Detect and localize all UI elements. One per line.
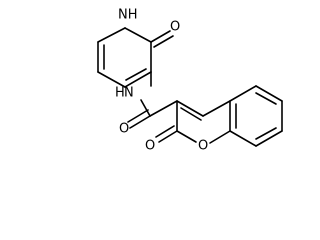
- bond-camide-c3coumarin: [149, 100, 178, 117]
- bond-c7-c8: [255, 130, 283, 147]
- bond-c8-c8a: [229, 130, 257, 147]
- bond-c5-c4: [97, 71, 126, 88]
- bond-c4-c4a: [202, 100, 231, 117]
- coumarin-pyranone-ring: [155, 100, 231, 144]
- bond-c2-o: [150, 30, 171, 43]
- bond-c4-c3-inner: [125, 68, 147, 81]
- bond-n1-c6: [97, 27, 126, 43]
- atom-label-h: H: [115, 86, 125, 101]
- benzo-ring: [229, 85, 283, 147]
- bond-o1-c2: [176, 130, 197, 143]
- atom-label-o-pyridinone: O: [170, 20, 180, 35]
- bond-n-camide: [140, 99, 151, 117]
- bond-c2-o-double: [153, 35, 174, 48]
- bond-c8a-o1: [209, 130, 231, 144]
- bond-c5-c6: [255, 85, 283, 102]
- bond-c2-oexo-double: [155, 125, 175, 138]
- pyridinone-ring: [97, 27, 174, 88]
- bond-c4-c3: [124, 71, 152, 88]
- bond-c4a-c5: [229, 85, 257, 102]
- atom-labels: NH O H N O O O: [115, 8, 208, 154]
- bond-c7-c8-inner: [255, 127, 277, 140]
- structure-canvas: NH O H N O O O: [97, 8, 283, 154]
- bond-c2-n1: [124, 27, 152, 43]
- atom-label-o-amide: O: [119, 122, 129, 137]
- atom-label-n: N: [124, 86, 134, 101]
- bond-c3-c4-inner: [180, 107, 202, 121]
- bond-c5-c6-inner: [255, 92, 277, 105]
- atom-label-o-lactone-exo: O: [145, 139, 155, 154]
- molecule-drawing: NH O H N O O O: [97, 8, 283, 154]
- atom-label-o-ring: O: [198, 139, 208, 154]
- amide-linker: [127, 71, 178, 129]
- bond-camide-o: [129, 115, 151, 129]
- bond-c2-oexo: [158, 130, 178, 143]
- bond-camide-o-double: [127, 109, 149, 123]
- bond-c3-c4: [176, 100, 204, 117]
- atom-label-nh: NH: [118, 8, 138, 23]
